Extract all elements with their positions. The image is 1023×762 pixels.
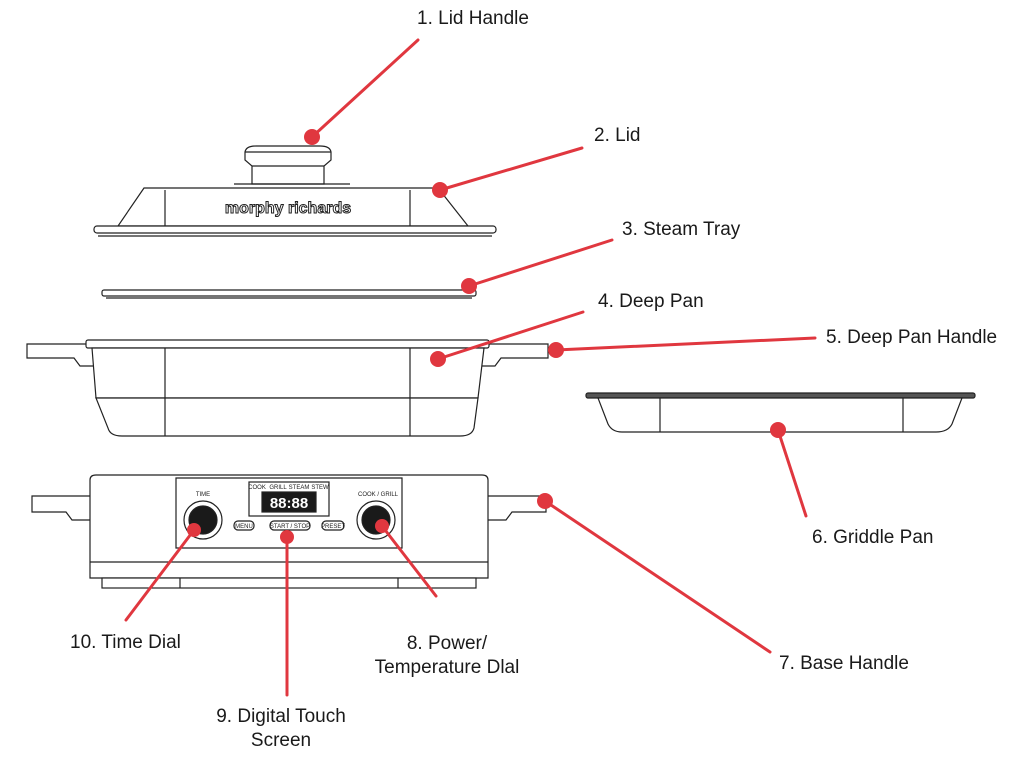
label-lid: 2. Lid [594,125,641,146]
callout-dot-lid [432,182,448,198]
base-unit [31,474,547,589]
leader-line-base-handle [543,499,772,654]
brand-logo: morphy richards [225,200,351,217]
leader-line-deep-pan-handle [554,336,817,352]
leader-line-lid-handle [310,38,420,139]
callout-lines [124,38,817,697]
label-deep-pan-handle: 5. Deep Pan Handle [826,327,998,348]
label-deep-pan: 4. Deep Pan [598,291,704,312]
label-base-handle: 7. Base Handle [779,653,909,674]
time-dial-label: TIME [196,492,210,498]
label-time-dial: 10. Time Dial [70,632,181,653]
label-digital-screen-line1: 9. Digital Touch [216,706,346,727]
leader-line-power-temp-dial [380,524,438,598]
start-stop-button: START / STOP [270,524,310,530]
callout-dot-lid-handle [304,129,320,145]
mode-tag-cook: COOK [248,485,266,491]
callout-dot-deep-pan [430,351,446,367]
preset-button: PRESET [321,524,345,530]
label-digital-screen-line2: Screen [250,730,312,751]
lid: morphy richards [93,145,497,237]
callout-dot-power-temp-dial [375,519,389,533]
leader-line-time-dial [124,528,196,622]
label-power-temp-dial-line2: Temperature Dlal [374,657,520,678]
callout-dot-steam-tray [461,278,477,294]
label-steam-tray: 3. Steam Tray [622,219,741,240]
callout-dots [187,129,786,544]
leader-line-lid [438,146,584,192]
callout-dot-griddle-pan [770,422,786,438]
leader-line-steam-tray [467,238,614,288]
display-digits: 88:88 [270,495,308,512]
callout-dot-time-dial [187,523,201,537]
callout-dot-deep-pan-handle [548,342,564,358]
menu-button: MENU [235,524,253,530]
deep-pan [26,339,549,437]
mode-tag-steam: STEAM [289,485,310,491]
griddle-pan [585,392,976,433]
leader-line-deep-pan [436,310,585,361]
mode-tag-grill: GRILL [269,485,287,491]
control-panel-text: TIME COOK / GRILL COOK GRILL STEAM STEW … [196,485,399,530]
steam-tray [101,289,477,299]
leader-line-griddle-pan [776,428,808,518]
label-griddle-pan: 6. Griddle Pan [812,527,934,548]
mode-tag-stew: STEW [311,485,329,491]
label-lid-handle: 1. Lid Handle [417,8,529,29]
callout-dot-base-handle [537,493,553,509]
cook-grill-label: COOK / GRILL [358,492,399,498]
label-power-temp-dial-line1: 8. Power/ [406,633,488,654]
callout-dot-digital-screen [280,530,294,544]
